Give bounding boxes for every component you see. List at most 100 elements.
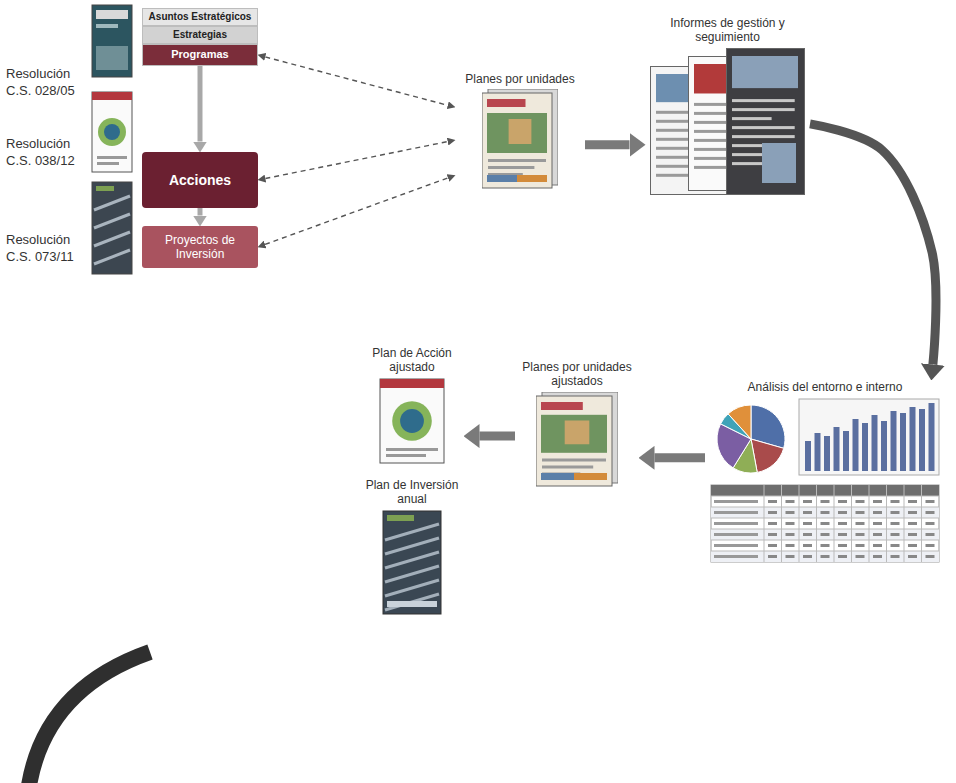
unit-plans-book: Planes por unidades xyxy=(455,72,585,189)
table-mark xyxy=(768,544,777,547)
flow-arrow xyxy=(198,208,203,216)
table-mark xyxy=(821,511,830,514)
table-mark xyxy=(714,533,758,536)
book-pattern xyxy=(385,594,439,610)
report-line xyxy=(732,135,795,138)
table-mark xyxy=(838,533,847,536)
table-mark xyxy=(926,522,935,525)
bar xyxy=(881,421,887,471)
table-grid xyxy=(781,485,782,562)
table-mark xyxy=(714,544,758,547)
table-grid xyxy=(851,485,852,562)
book-pattern xyxy=(94,250,130,264)
table-mark xyxy=(803,544,812,547)
node-heading: Análisis del entorno e interno xyxy=(705,380,945,394)
adjusted-plans-book-picture xyxy=(536,392,618,487)
table-mark xyxy=(714,555,758,558)
pie-chart xyxy=(717,405,785,473)
table-mark xyxy=(803,511,812,514)
book-photo xyxy=(565,420,590,444)
table-mark xyxy=(821,555,830,558)
book-cover xyxy=(92,182,132,274)
flow-arrow xyxy=(198,66,203,142)
table-mark xyxy=(926,511,935,514)
node-label: Asuntos Estratégicos xyxy=(149,11,252,23)
table-mark xyxy=(714,500,758,503)
book-block xyxy=(574,473,607,480)
adjusted-plans-book: Planes por unidades ajustados xyxy=(515,360,639,487)
table-mark xyxy=(873,555,882,558)
investment-plan-book: Plan de Inversión anual xyxy=(357,478,467,615)
book-emblem xyxy=(392,401,432,441)
report-line xyxy=(732,108,795,111)
bar xyxy=(843,431,849,471)
table-grid xyxy=(799,485,800,562)
table-mark xyxy=(768,533,777,536)
table-mark xyxy=(856,533,865,536)
book-line xyxy=(542,458,606,461)
book-band xyxy=(541,402,583,410)
table-mark xyxy=(768,555,777,558)
dashed-connector xyxy=(265,178,448,245)
flow-arrow xyxy=(480,432,516,441)
action-box: Acciones xyxy=(142,152,258,208)
table-mark xyxy=(786,555,795,558)
book-pattern xyxy=(385,566,439,582)
table-mark xyxy=(714,522,758,525)
table-grid xyxy=(711,496,939,497)
table-mark xyxy=(786,500,795,503)
book-emblem xyxy=(98,118,126,146)
bar xyxy=(872,415,878,471)
bar xyxy=(805,441,811,471)
book-pattern xyxy=(385,552,439,568)
book-band xyxy=(387,601,437,607)
table-mark xyxy=(926,533,935,536)
book-block xyxy=(487,175,517,182)
bar xyxy=(815,433,821,471)
table-grid xyxy=(816,485,817,562)
table-mark xyxy=(908,533,917,536)
table-mark xyxy=(768,511,777,514)
table-mark xyxy=(926,500,935,503)
table-grid xyxy=(921,485,922,562)
node-heading: Plan de Inversión anual xyxy=(357,478,467,507)
book-cover xyxy=(92,92,132,172)
bar xyxy=(824,436,830,471)
strategy-band: Estrategias xyxy=(142,26,258,44)
analysis-charts: Análisis del entorno e interno xyxy=(705,380,945,565)
book-line xyxy=(386,448,438,451)
bar xyxy=(853,419,859,471)
table-mark xyxy=(891,500,900,503)
book-band xyxy=(96,24,118,28)
book-pattern xyxy=(385,580,439,596)
book-cover xyxy=(482,93,552,188)
table-mark xyxy=(786,544,795,547)
table-mark xyxy=(838,511,847,514)
table-mark xyxy=(908,522,917,525)
node-label: Acciones xyxy=(169,172,231,189)
book-cover xyxy=(92,5,132,77)
table-grid xyxy=(711,529,939,530)
table-mark xyxy=(873,544,882,547)
pie-slice xyxy=(728,405,751,439)
report-header xyxy=(732,56,798,88)
table-mark xyxy=(786,522,795,525)
resolution-book xyxy=(92,5,132,77)
table-header xyxy=(711,485,939,496)
book-photo xyxy=(487,113,547,153)
table-mark xyxy=(838,544,847,547)
table-mark xyxy=(873,522,882,525)
analysis-charts-picture xyxy=(709,397,941,565)
action-plan-book-picture xyxy=(379,378,445,464)
book-photo xyxy=(541,415,607,453)
book-pattern xyxy=(385,524,439,540)
table-mark xyxy=(838,522,847,525)
report-page xyxy=(727,48,805,194)
bar xyxy=(891,411,897,471)
table-grid xyxy=(904,485,905,562)
strategic-band: Asuntos Estratégicos xyxy=(142,8,258,26)
book-cover xyxy=(380,379,444,463)
table-grid xyxy=(711,507,939,508)
unit-plans-book-picture xyxy=(482,89,558,189)
table-mark xyxy=(908,500,917,503)
